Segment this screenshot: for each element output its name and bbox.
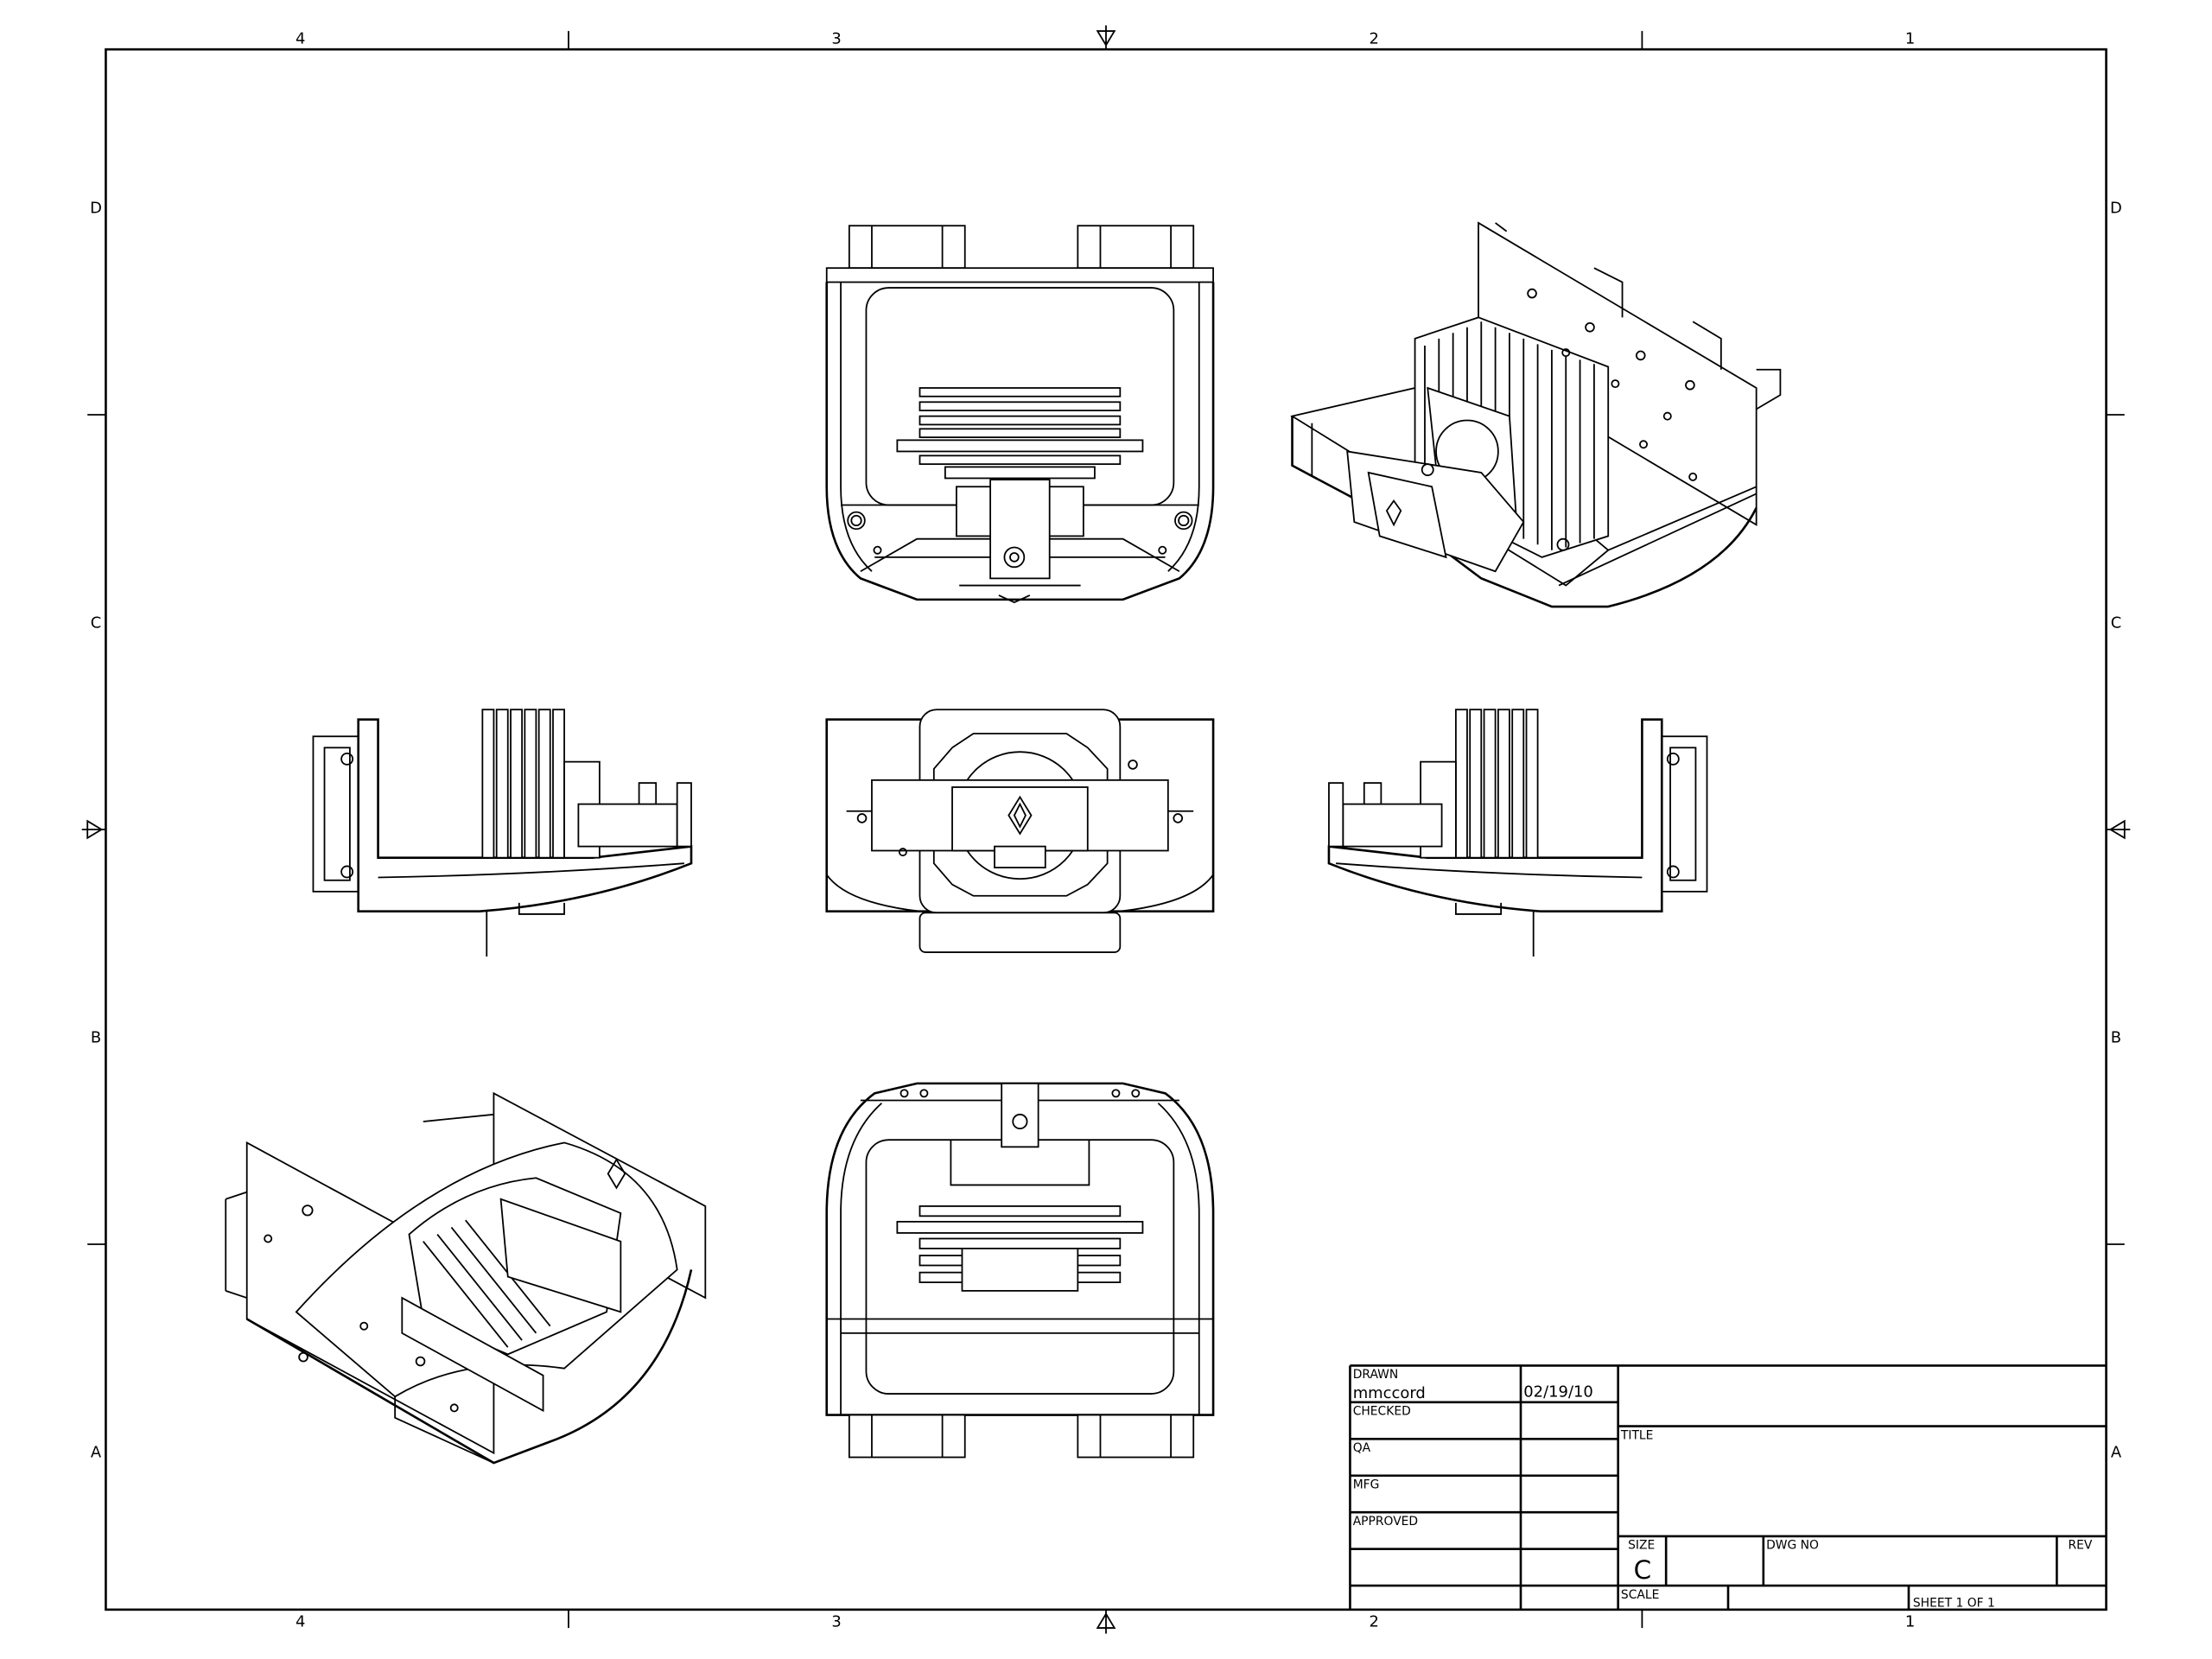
size-value: C (1634, 1555, 1652, 1585)
isometric-view-bottom-left (225, 1091, 707, 1465)
zone-top-4: 4 (296, 30, 305, 48)
rev-label: REV (2068, 1539, 2092, 1553)
side-view-left (312, 709, 693, 957)
approved-label: APPROVED (1353, 1515, 1418, 1529)
side-view-right (1327, 709, 1708, 957)
qa-label: QA (1353, 1441, 1371, 1455)
front-view-top (825, 225, 1215, 604)
isometric-view-top-right (1290, 221, 1782, 608)
zone-top-1: 1 (1905, 30, 1915, 48)
size-label: SIZE (1628, 1539, 1655, 1553)
sheet-number: SHEET 1 OF 1 (1913, 1597, 1995, 1611)
zone-top-2: 2 (1369, 30, 1378, 48)
drawn-label: DRAWN (1353, 1368, 1399, 1382)
checked-label: CHECKED (1353, 1405, 1411, 1419)
zone-right-b: B (2111, 1029, 2121, 1047)
zone-left-d: D (90, 200, 102, 218)
zone-bottom-3: 3 (831, 1612, 841, 1630)
zone-bottom-1: 1 (1905, 1612, 1915, 1630)
zone-bottom-4: 4 (296, 1612, 305, 1630)
zone-left-c: C (91, 614, 102, 632)
scale-label: SCALE (1621, 1588, 1659, 1602)
zone-bottom-2: 2 (1369, 1612, 1378, 1630)
zone-top-3: 3 (831, 30, 841, 48)
zone-left-a: A (91, 1444, 102, 1462)
title-block: DRAWN mmccord 02/19/10 CHECKED QA MFG AP… (1349, 1364, 2107, 1611)
zone-left-b: B (91, 1029, 101, 1047)
drawn-date-value: 02/19/10 (1523, 1382, 1593, 1401)
zone-right-c: C (2111, 614, 2122, 632)
dwg-no-label: DWG NO (1766, 1539, 1819, 1553)
zone-right-d: D (2110, 200, 2122, 218)
top-view-center (825, 709, 1215, 953)
front-view-bottom (825, 1082, 1215, 1459)
zone-markers: 4 3 2 1 4 3 2 1 D C B A D C B A (81, 25, 2131, 1634)
mfg-label: MFG (1353, 1478, 1380, 1491)
zone-right-a: A (2111, 1444, 2122, 1462)
title-label: TITLE (1620, 1428, 1654, 1442)
drawn-by-value: mmccord (1353, 1384, 1426, 1402)
